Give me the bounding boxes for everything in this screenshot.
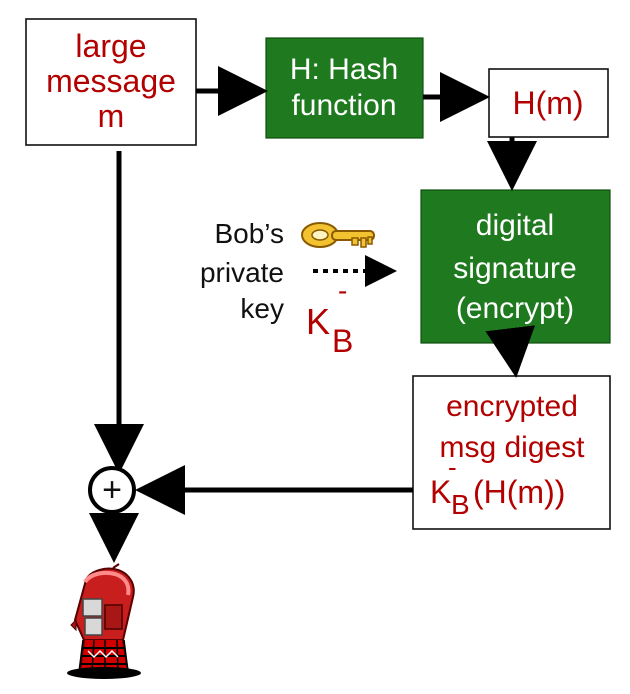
hash-result-text: H(m) — [512, 85, 583, 121]
digest-line-1: encrypted — [446, 390, 578, 423]
hash-line-1: H: Hash — [290, 53, 398, 86]
private-key-label: Bob’s private key K - B — [200, 218, 353, 359]
key-label-line-3: key — [240, 293, 284, 324]
message-line-3: m — [98, 98, 125, 134]
key-k-superscript: - — [338, 275, 347, 306]
combiner-plus: + — [102, 471, 122, 509]
combiner-node: + — [88, 466, 136, 514]
message-line-2: message — [46, 63, 176, 99]
key-label-line-2: private — [200, 257, 284, 288]
digest-line-2: msg digest — [439, 431, 585, 464]
arrow-signature-to-digest — [485, 325, 536, 378]
mailbox-icon — [67, 563, 141, 679]
encrypted-digest-box: encrypted msg digest K - B (H(m)) — [412, 375, 611, 530]
hash-result-box: H(m) — [488, 68, 609, 138]
digest-kb-superscript: - — [448, 452, 457, 482]
signature-line-3: (encrypt) — [456, 292, 574, 325]
key-k-subscript: B — [332, 323, 353, 359]
digest-kb-k: K — [430, 474, 451, 510]
hash-line-2: function — [291, 89, 396, 122]
digest-kb-subscript: B — [451, 489, 470, 520]
key-icon — [301, 222, 375, 248]
hash-function-box: H: Hash function — [265, 37, 424, 139]
signature-line-1: digital — [476, 209, 554, 242]
message-line-1: large — [75, 28, 146, 64]
signature-line-2: signature — [453, 252, 576, 285]
message-box: large message m — [25, 18, 197, 146]
key-k-main: K — [306, 301, 330, 342]
digest-kb-rest: (H(m)) — [473, 474, 565, 510]
key-label-line-1: Bob’s — [214, 218, 284, 249]
signature-box: digital signature (encrypt) — [420, 189, 611, 344]
